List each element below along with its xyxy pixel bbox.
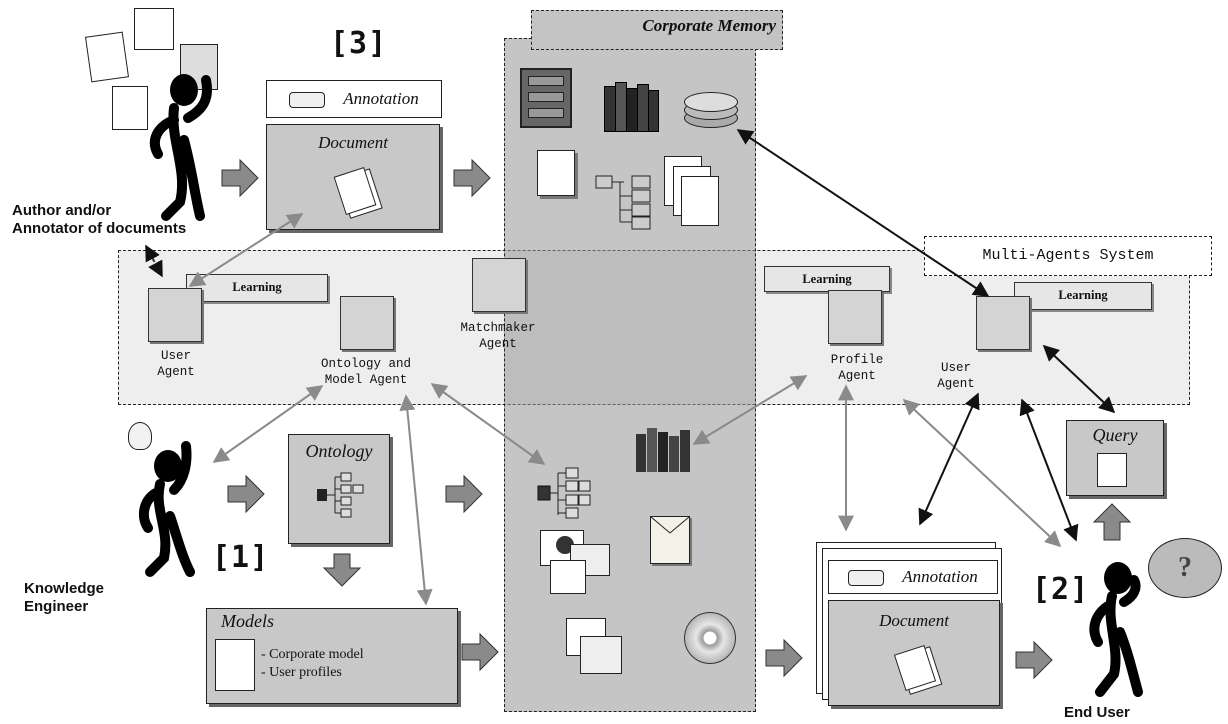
folder-tree-icon <box>595 175 651 230</box>
end-user-figure-icon <box>1089 562 1143 697</box>
arrow-ontologyagent-ontology <box>399 394 433 606</box>
top-document-label: Document <box>318 133 388 152</box>
block-arrow-author-to-document <box>221 158 259 198</box>
cd-icon <box>684 612 736 664</box>
models-item-corporate: - Corporate model <box>261 647 364 662</box>
block-arrow-ontology-to-memory <box>445 474 483 514</box>
document-stack-icon <box>664 156 719 226</box>
form-document-icon <box>537 150 575 196</box>
ontology-agent-icon <box>340 296 394 350</box>
block-arrow-memory-to-document <box>765 638 803 678</box>
ontology-hierarchy-icon <box>317 472 364 518</box>
user-agent-left-icon <box>148 288 202 342</box>
arrow-userleft-document <box>188 213 304 287</box>
arrow-ontologyagent-engineer <box>212 385 324 463</box>
top-annotation-label: Annotation <box>343 89 419 108</box>
arrow-profile-enduser <box>902 398 1062 548</box>
arrow-author-useragent <box>145 244 163 278</box>
bottom-tag-icon <box>848 570 885 587</box>
filing-cabinet-icon <box>520 68 572 128</box>
models-label: Models <box>221 611 274 631</box>
end-user-label: End User <box>1064 704 1130 721</box>
profile-agent-label: Profile Agent <box>830 353 884 383</box>
corporate-memory-label: Corporate Memory <box>642 16 776 35</box>
question-cloud-icon: ? <box>1148 538 1222 598</box>
step-1-label: [1] <box>212 540 270 575</box>
catalog-forms-icon <box>566 618 622 674</box>
mas-label: Multi-Agents System <box>982 247 1154 264</box>
charts-documents-icon <box>540 530 610 594</box>
models-item-profiles: - User profiles <box>261 665 342 680</box>
block-arrow-document-to-memory <box>453 158 491 198</box>
arrow-useragent-query <box>1042 344 1116 414</box>
bottom-document-box: Document <box>828 600 1000 706</box>
catalog-icon <box>215 639 255 691</box>
disk-stack-icon <box>684 88 738 130</box>
query-form-icon <box>1097 453 1127 487</box>
corporate-memory-region <box>504 38 756 712</box>
corporate-memory-label-box: Corporate Memory <box>531 10 783 50</box>
step-2-label: [2] <box>1032 572 1090 607</box>
top-annotation-box: Annotation <box>266 80 442 118</box>
arrow-ontologyagent-memory <box>430 383 546 465</box>
bottom-document-label: Document <box>879 611 949 630</box>
envelope-icon <box>650 516 690 564</box>
user-agent-left-label: User Agent <box>157 349 195 379</box>
author-label: Author and/or Annotator of documents <box>12 202 187 237</box>
author-figure-icon <box>149 74 212 221</box>
step-3-label: [3] <box>330 26 388 61</box>
user-agent-right-label: User Agent <box>937 361 975 391</box>
user-agent-right-icon <box>976 296 1030 350</box>
ontology-agent-label: Ontology and Model Agent <box>320 357 411 387</box>
arrow-useragent-documents <box>918 392 980 526</box>
engineer-figure-icon <box>138 441 195 577</box>
hierarchy-icon <box>537 467 591 519</box>
models-box: Models - Corporate model - User profiles <box>206 608 458 704</box>
arrow-useragent-enduser <box>1019 398 1079 542</box>
bottom-annotation-label: Annotation <box>902 567 978 586</box>
light-bulb-icon <box>128 422 152 450</box>
block-arrow-user-to-query <box>1092 503 1132 541</box>
tag-icon <box>289 92 326 109</box>
matchmaker-agent-label: Matchmaker Agent <box>460 321 536 351</box>
books-icon <box>604 82 659 132</box>
block-arrow-models-to-memory <box>461 632 499 672</box>
matchmaker-agent-icon <box>472 258 526 312</box>
block-arrow-ontology-to-models <box>322 553 362 587</box>
block-arrow-document-to-user <box>1015 640 1053 680</box>
query-label: Query <box>1092 425 1138 445</box>
top-document-box: Document <box>266 124 440 230</box>
block-arrow-engineer-to-ontology <box>227 474 265 514</box>
bottom-annotation-box: Annotation <box>828 560 998 594</box>
knowledge-engineer-label: Knowledge Engineer <box>24 580 105 615</box>
learning-label-right: Learning <box>1058 288 1108 302</box>
arrow-useragent-memory <box>736 129 990 297</box>
books-small-icon <box>636 428 692 472</box>
arrow-profile-memory <box>692 375 808 445</box>
query-box: Query <box>1066 420 1164 496</box>
